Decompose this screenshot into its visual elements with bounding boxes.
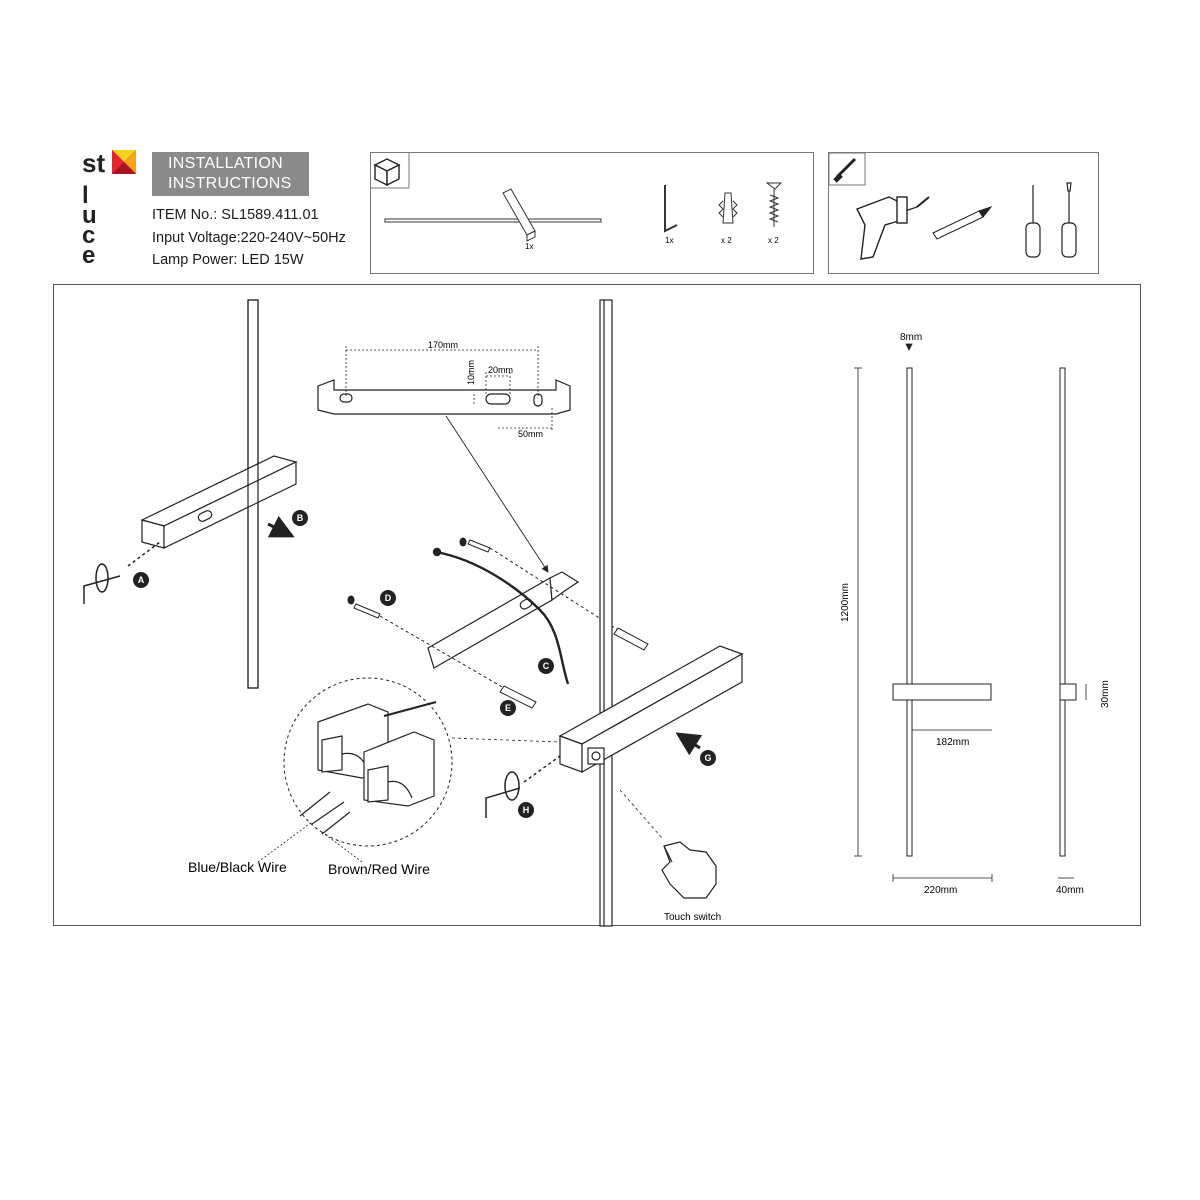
step-g: G [704,753,711,763]
touch-leader [619,789,663,839]
tools-box [828,152,1099,274]
hex-key-a [83,541,161,604]
hex-key-icon [664,185,678,233]
drill-icon [856,196,930,260]
brown-red-wire-label: Brown/Red Wire [328,861,430,877]
bracket-mounted [427,571,580,669]
anchor-qty: x 2 [721,236,732,245]
wall-anchor-icon [718,192,738,224]
step-b-arrow [267,515,295,538]
terminal-block-right [363,731,435,807]
diagram-panel [53,284,1141,926]
logo-text-bottom: luce [82,182,97,269]
hex-key-h [485,755,561,818]
pencil-icon [932,205,993,240]
screwdriver-icon [828,152,866,186]
wiring-detail [283,677,561,847]
anchor-screw-top [459,537,649,651]
dim-width: 220mm [924,885,957,896]
step-d: D [385,593,392,603]
flat-screwdriver-icon [1025,185,1041,258]
brand-logo: st luce [80,148,140,270]
dimension-lines [854,343,1087,882]
lamp-power: Lamp Power: LED 15W [152,252,304,268]
screw-icon [765,182,783,227]
bracket-dimensions [345,346,553,432]
dim-170: 170mm [428,340,458,350]
lamp-body-center [558,299,744,927]
blue-black-wire-label: Blue/Black Wire [188,859,287,875]
lamp-qty: 1x [525,242,533,251]
dim-10: 10mm [466,360,476,385]
dim-50: 50mm [518,429,543,439]
lamp-body-left [140,299,298,689]
package-box-icon [373,158,401,187]
banner-line-1: INSTALLATION [168,155,284,172]
wire-ends [299,791,351,835]
step-a: A [138,575,145,585]
side-view [1059,367,1077,857]
screw-qty: x 2 [768,236,779,245]
hex-key-qty: 1x [665,236,673,245]
dim-height: 1200mm [840,583,851,622]
cable-c [432,547,570,685]
dim-arm-height: 30mm [1100,680,1111,708]
anchor-screw-left [347,595,537,709]
wire-label-leaders [257,821,363,863]
lamp-part-icon [384,188,602,242]
touch-switch-label: Touch switch [664,912,721,923]
input-voltage: Input Voltage:220-240V~50Hz [152,230,346,246]
step-c: C [543,661,550,671]
step-g-arrow [675,732,703,756]
step-b: B [297,513,304,523]
phillips-screwdriver-icon [1061,182,1077,258]
hand-pointer-icon [661,841,717,899]
front-view [892,367,992,857]
dim-arm: 182mm [936,737,969,748]
dim-20: 20mm [488,365,513,375]
step-h: H [523,805,530,815]
logo-text-top: st [82,148,105,178]
dim-depth: 40mm [1056,885,1084,896]
banner-line-2: INSTRUCTIONS [168,175,292,192]
instructions-banner: INSTALLATION INSTRUCTIONS [152,152,309,196]
bracket-leader [445,415,549,573]
dim-thickness: 8mm [900,332,922,343]
item-number: ITEM No.: SL1589.411.01 [152,207,319,223]
step-e: E [505,703,511,713]
logo-color-mark [112,150,136,174]
bracket-plate [317,379,571,415]
parts-box: 1x 1x x 2 x 2 [370,152,814,274]
